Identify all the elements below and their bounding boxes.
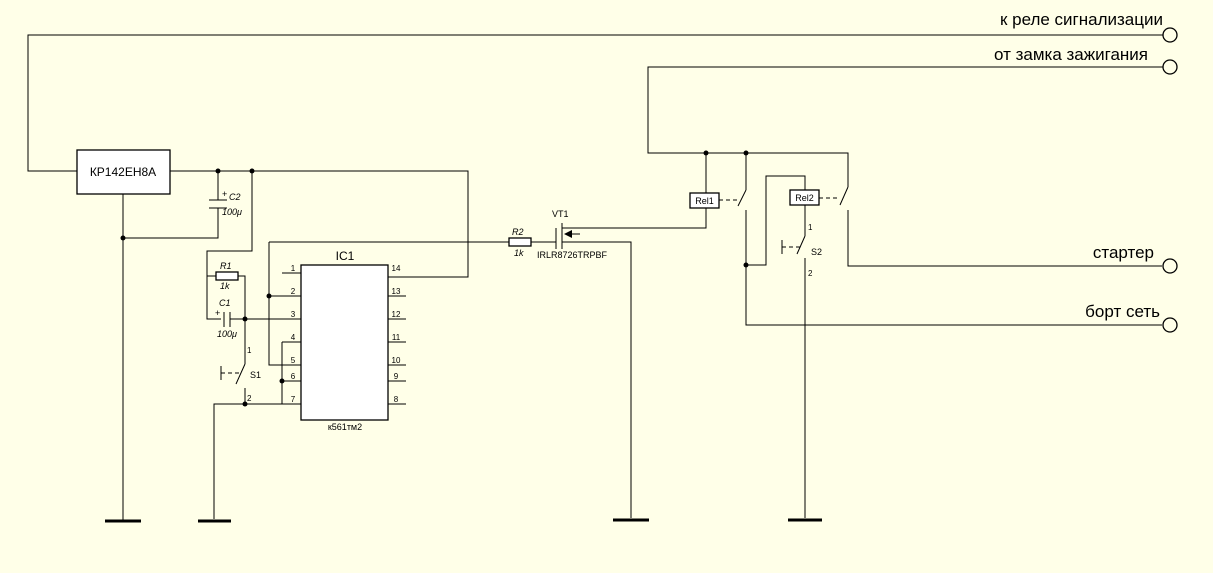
- alarm-relay-terminal[interactable]: [1162, 27, 1178, 43]
- resistor-r1: [215, 271, 239, 281]
- r2-name: R2: [512, 227, 524, 237]
- ic1-pin-14: 14: [392, 264, 401, 273]
- starter-label: стартер: [1093, 243, 1154, 262]
- relay-rel1: Rel1: [689, 153, 1162, 326]
- r1-name: R1: [220, 261, 232, 271]
- c2-name: C2: [229, 192, 241, 202]
- switch-s1[interactable]: S1 1 2: [198, 319, 301, 523]
- onboard-network-terminal[interactable]: [1162, 317, 1178, 333]
- starter-terminal-group: стартер: [1093, 243, 1178, 274]
- c1-value: 100μ: [217, 329, 237, 339]
- ic1-chip: IC1 к561тм2 1 2 3 4 5 6 7 14 13 12 11 10…: [266, 242, 406, 432]
- ic1-part: к561тм2: [328, 422, 362, 432]
- relay-rel2: Rel2 1: [746, 175, 1162, 267]
- ic1-pin-10: 10: [392, 356, 401, 365]
- c1-polarity: +: [215, 308, 220, 318]
- ic1-pin-9: 9: [394, 372, 399, 381]
- ignition-lock-terminal[interactable]: [1162, 59, 1178, 75]
- r1-c1-network: R1 1k + C1 100μ: [206, 171, 301, 339]
- s2-pin-top: 1: [808, 223, 813, 232]
- regulator-label: КР142ЕН8А: [90, 165, 156, 179]
- ic1-pin-1: 1: [291, 264, 296, 273]
- vt1-name: VT1: [552, 209, 569, 219]
- ic1-pin-11: 11: [392, 333, 401, 342]
- ic1-pin-3: 3: [291, 310, 296, 319]
- ic1-pin-13: 13: [392, 287, 401, 296]
- alarm-relay-line: к реле сигнализации: [27, 10, 1178, 172]
- onboard-network-terminal-group: борт сеть: [1085, 302, 1178, 333]
- c1-name: C1: [219, 298, 231, 308]
- capacitor-c2: + C2 100μ: [123, 171, 242, 239]
- ignition-lock-label: от замка зажигания: [994, 45, 1148, 64]
- ic1-pin-5: 5: [291, 356, 296, 365]
- s1-pin-top: 1: [247, 346, 252, 355]
- resistor-r2: [508, 237, 532, 247]
- ic1-pin-7: 7: [291, 395, 296, 404]
- ignition-lock-line: от замка зажигания: [647, 45, 1178, 187]
- starter-terminal[interactable]: [1162, 258, 1178, 274]
- rel1-label: Rel1: [695, 196, 714, 206]
- ic1-pin-2: 2: [291, 287, 296, 296]
- switch-s2[interactable]: S2 2: [781, 235, 822, 522]
- onboard-network-label: борт сеть: [1085, 302, 1160, 321]
- c2-value: 100μ: [222, 207, 242, 217]
- r2-value: 1k: [514, 248, 524, 258]
- r1-value: 1k: [220, 281, 230, 291]
- vt1-part: IRLR8726TRPBF: [537, 250, 608, 260]
- voltage-regulator: КР142ЕН8А: [76, 149, 469, 523]
- alarm-relay-label: к реле сигнализации: [1000, 10, 1163, 29]
- s1-name: S1: [250, 370, 261, 380]
- rel2-label: Rel2: [795, 193, 814, 203]
- transistor-stage: R2 1k VT1 IRLR8726TRPBF: [269, 208, 707, 522]
- ic1-name: IC1: [336, 249, 355, 263]
- ic1-pin-12: 12: [392, 310, 401, 319]
- ic1-pin-6: 6: [291, 372, 296, 381]
- ic1-pin-8: 8: [394, 395, 399, 404]
- c2-polarity: +: [222, 189, 227, 199]
- s2-pin-bottom: 2: [808, 269, 813, 278]
- s2-name: S2: [811, 247, 822, 257]
- ic1-pin-4: 4: [291, 333, 296, 342]
- s1-pin-bottom: 2: [247, 394, 252, 403]
